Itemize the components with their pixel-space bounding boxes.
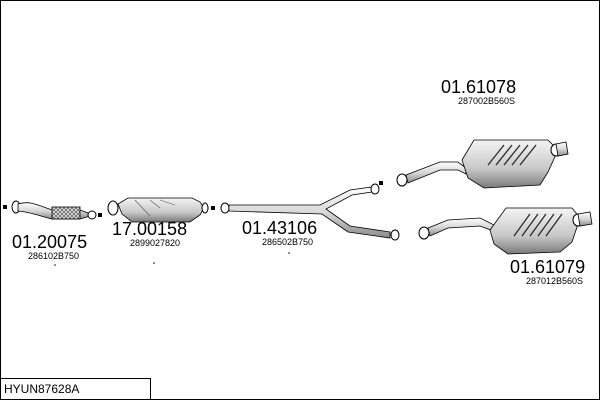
- part-number-label: 01.61078: [441, 77, 517, 97]
- oem-number-label: 287012B560S: [526, 276, 584, 286]
- oem-number-label: 286502B750: [262, 237, 314, 247]
- oem-number-label: 286102B750: [28, 251, 80, 261]
- catalytic-converter-part[interactable]: [107, 197, 215, 223]
- rear-silencer-lower-part[interactable]: [418, 207, 593, 255]
- part-number-label: 17.00158: [112, 219, 188, 239]
- vehicle-code-box: HYUN87628A: [0, 378, 151, 399]
- part-number-label: 01.61079: [510, 257, 586, 277]
- front-pipe-part[interactable]: [3, 200, 102, 220]
- rear-silencer-upper-part[interactable]: [396, 139, 569, 189]
- part-number-label: 01.20075: [12, 232, 88, 252]
- middle-pipe-part[interactable]: [220, 181, 400, 241]
- oem-number-label: 2899027820: [130, 238, 181, 248]
- oem-number-label: 287002B560S: [458, 96, 516, 106]
- vehicle-code: HYUN87628A: [4, 382, 80, 396]
- part-number-label: 01.43106: [242, 218, 318, 238]
